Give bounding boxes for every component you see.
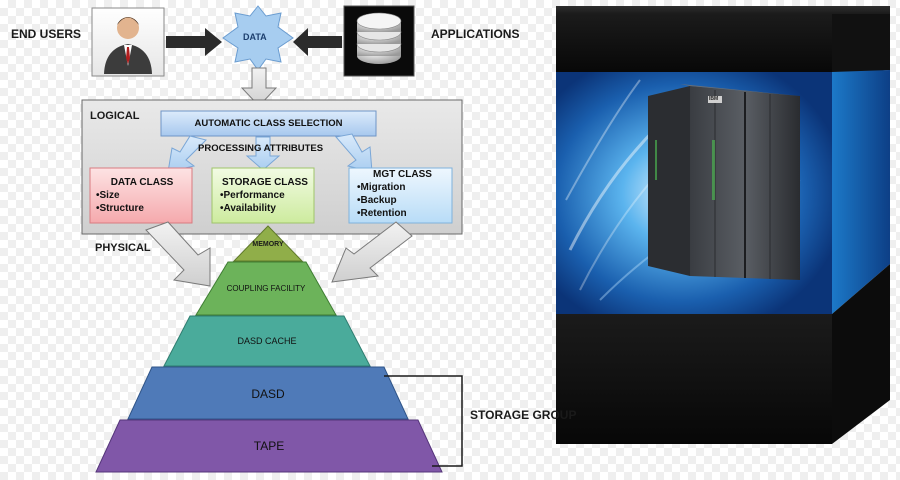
pyramid-coupling-facility-label: COUPLING FACILITY: [226, 284, 306, 293]
pyramid-memory: [232, 225, 304, 262]
pyramid-dasd-cache-label: DASD CACHE: [237, 336, 297, 346]
server-logo: IBM: [709, 96, 719, 102]
pyramid-dasd-cache: [163, 315, 371, 367]
pyramid-coupling-facility: [195, 261, 337, 316]
logical-label: LOGICAL: [90, 110, 140, 122]
acs-label: AUTOMATIC CLASS SELECTION: [194, 118, 343, 129]
arrow-data-class-to-pyramid: [145, 221, 211, 287]
storage-class-text: STORAGE CLASS •Performance •Availability: [216, 176, 314, 215]
arrow-users-to-data: [166, 28, 222, 56]
pyramid-tape-label: TAPE: [253, 439, 285, 453]
processing-attributes-label: PROCESSING ATTRIBUTES: [198, 143, 324, 154]
pyramid-dasd-label: DASD: [251, 387, 285, 401]
storage-class-box: [211, 167, 315, 224]
data-class-item: •Size: [96, 190, 120, 201]
user-icon: [91, 7, 165, 77]
data-class-text: DATA CLASS •Size •Structure: [92, 176, 192, 215]
arrow-mgt-class-to-pyramid: [331, 221, 413, 283]
arrow-acs-to-mgt-class: [335, 133, 373, 173]
data-label: DATA: [243, 32, 267, 42]
automatic-class-selection-box: [160, 110, 377, 137]
storage-class-title: STORAGE CLASS: [222, 177, 308, 188]
storage-class-item: •Performance: [220, 190, 285, 201]
end-users-label: END USERS: [11, 27, 82, 41]
mgt-class-item: •Migration: [357, 182, 406, 193]
mgt-class-item: •Retention: [357, 208, 407, 219]
physical-label: PHYSICAL: [95, 242, 151, 254]
data-class-item: •Structure: [96, 203, 144, 214]
pyramid-tape: [95, 419, 443, 473]
arrow-applications-to-data: [293, 28, 342, 56]
mgt-class-title: MGT CLASS: [373, 169, 432, 180]
database-icon: [343, 5, 415, 77]
server-icon: [556, 6, 890, 444]
data-class-title: DATA CLASS: [110, 177, 174, 188]
data-class-box: [89, 167, 193, 224]
arrow-data-to-logical: [240, 67, 278, 107]
storage-group-bracket: [384, 375, 463, 467]
storage-group-label: STORAGE GROUP: [470, 408, 577, 422]
pyramid-dasd: [127, 366, 409, 420]
mgt-class-box: [348, 167, 453, 224]
mgt-class-text: MGT CLASS •Migration •Backup •Retention: [353, 168, 452, 220]
pyramid-memory-label: MEMORY: [252, 241, 284, 248]
applications-label: APPLICATIONS: [431, 27, 520, 41]
mgt-class-item: •Backup: [357, 195, 397, 206]
storage-class-item: •Availability: [220, 203, 276, 214]
arrow-acs-to-storage-class: [245, 136, 281, 171]
